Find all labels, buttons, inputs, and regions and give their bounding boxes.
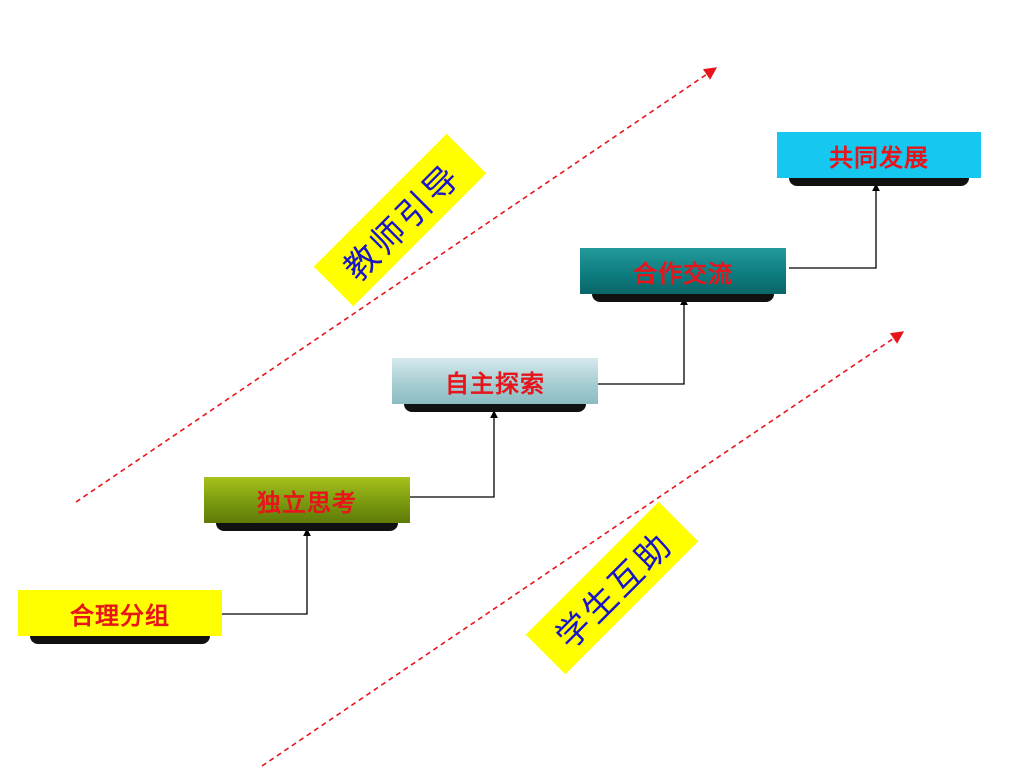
- step-3-self-exploration: 自主探索: [392, 358, 598, 420]
- connector-1-2: [222, 528, 311, 615]
- step-4-cooperation: 合作交流: [580, 248, 786, 310]
- step-label: 自主探索: [392, 358, 598, 404]
- connector-4-5: [789, 183, 880, 269]
- step-label: 合理分组: [18, 590, 222, 636]
- step-label: 合作交流: [580, 248, 786, 294]
- teacher-dashed-arrow: [75, 67, 718, 503]
- connector-3-4: [598, 297, 688, 385]
- step-label: 共同发展: [777, 132, 981, 178]
- step-2-independent-thinking: 独立思考: [204, 477, 410, 539]
- student-dashed-arrow: [261, 331, 905, 767]
- connector-2-3: [410, 410, 498, 498]
- step-1-grouping: 合理分组: [18, 590, 222, 652]
- step-label: 独立思考: [204, 477, 410, 523]
- step-5-common-development: 共同发展: [777, 132, 981, 194]
